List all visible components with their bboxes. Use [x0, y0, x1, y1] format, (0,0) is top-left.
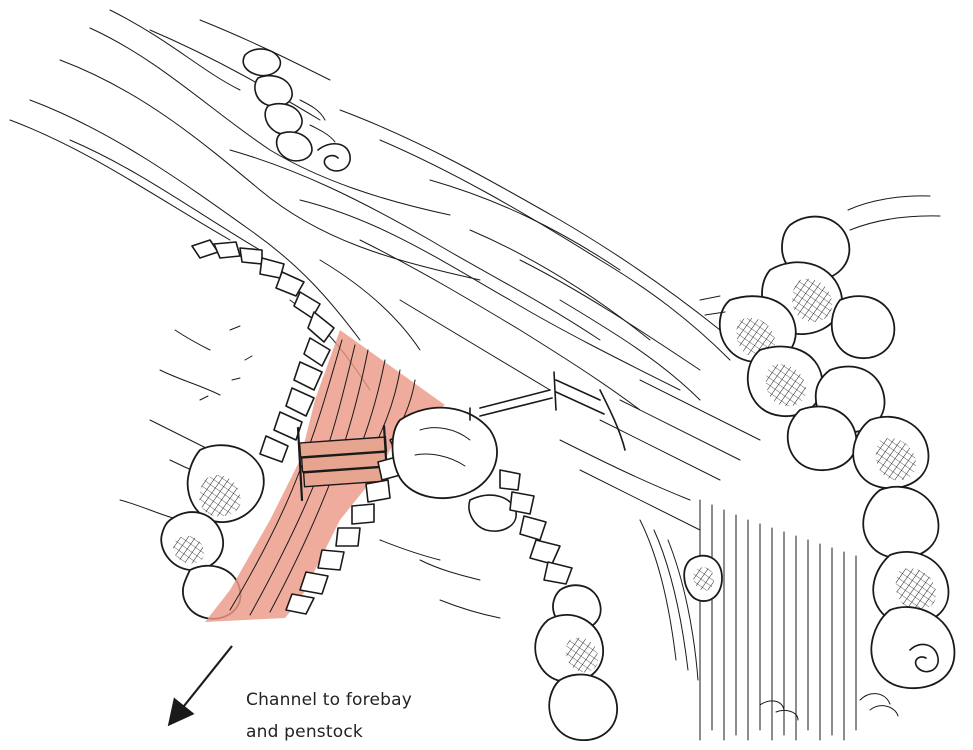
waterfall-pool-rock	[684, 556, 722, 601]
channel-caption: Channel to forebay and penstock	[246, 684, 412, 748]
river-flow-lines	[10, 10, 730, 410]
arrow-down-left-icon	[176, 646, 232, 716]
caption-line-2: and penstock	[246, 716, 412, 748]
upstream-rock-pile	[243, 49, 350, 171]
caption-line-1: Channel to forebay	[246, 684, 412, 716]
lower-center-rocks	[380, 540, 617, 740]
right-boulders	[700, 196, 954, 688]
